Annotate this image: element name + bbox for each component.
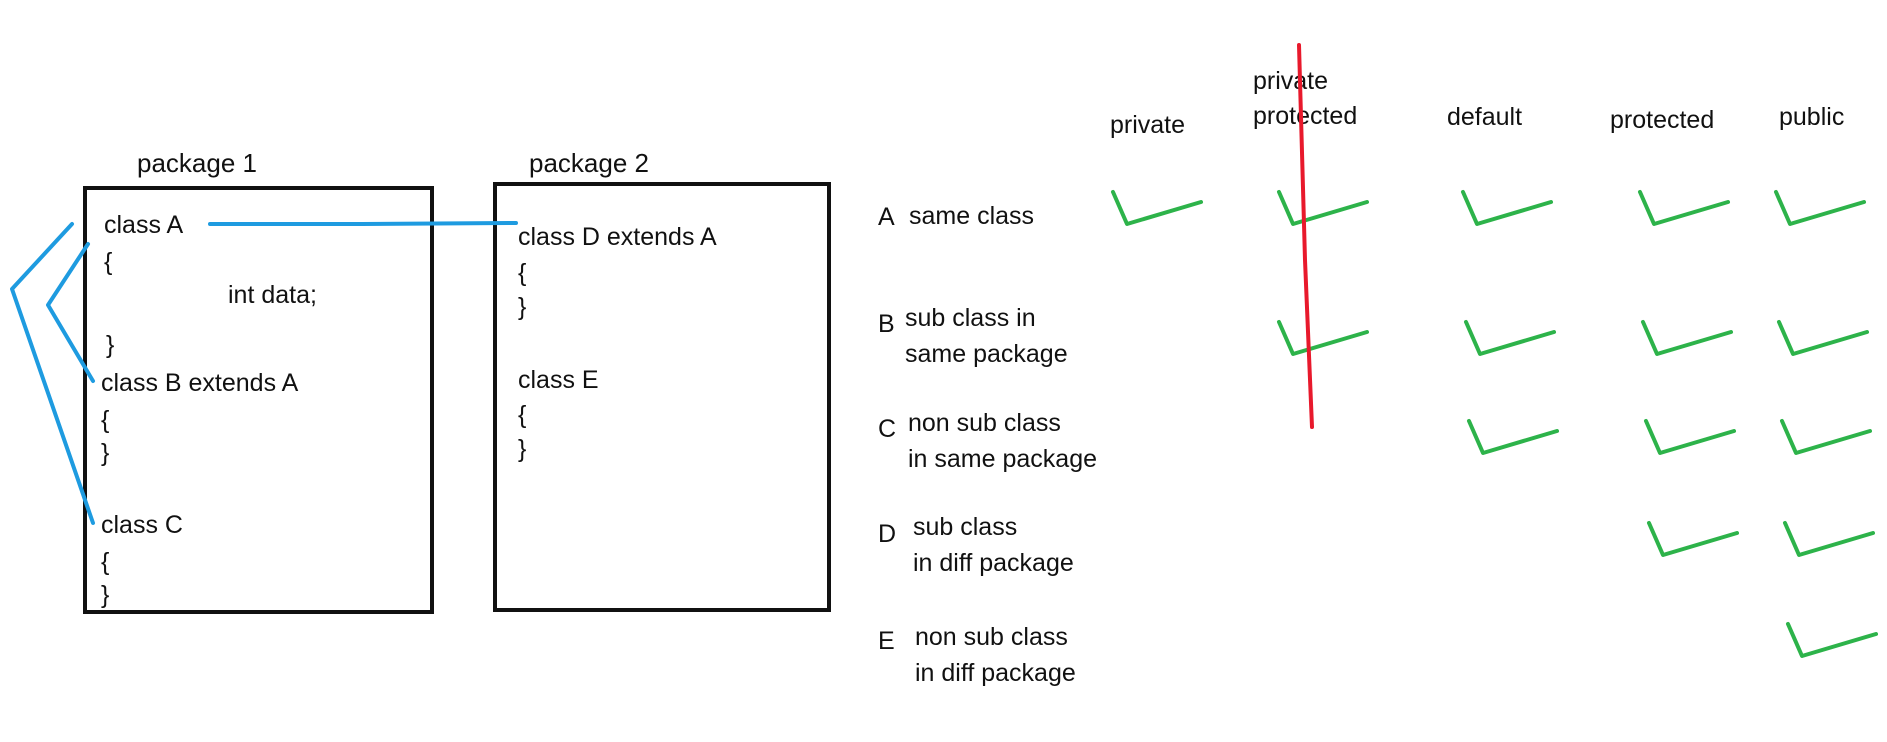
package-2: package 2 class D extends A { } class E … bbox=[493, 148, 831, 612]
check-icon-row-b-private-protected bbox=[1277, 320, 1369, 356]
class-c-label: class C bbox=[101, 511, 183, 539]
row-desc-e-line2: in diff package bbox=[915, 659, 1076, 687]
class-d-label: class D extends A bbox=[518, 223, 717, 251]
column-header-public: public bbox=[1779, 103, 1844, 131]
row-letter-d: D bbox=[878, 520, 896, 548]
class-a-close-brace: } bbox=[106, 331, 114, 359]
package-1-box bbox=[83, 186, 434, 614]
row-desc-c-line2: in same package bbox=[908, 445, 1097, 473]
row-letter-c: C bbox=[878, 415, 896, 443]
row-desc-d-line2: in diff package bbox=[913, 549, 1074, 577]
check-icon-row-a-protected bbox=[1638, 190, 1730, 226]
check-icon-row-b-protected bbox=[1641, 320, 1733, 356]
class-b-label: class B extends A bbox=[101, 369, 299, 397]
class-c-close-brace: } bbox=[101, 581, 109, 609]
package-1: package 1 class A { int data; } class B … bbox=[83, 148, 434, 614]
row-letter-e: E bbox=[878, 627, 895, 655]
class-e-open-brace: { bbox=[518, 401, 526, 429]
class-d-close-brace: } bbox=[518, 293, 526, 321]
row-desc-a-line1: same class bbox=[909, 202, 1034, 230]
class-a-label: class A bbox=[104, 211, 184, 239]
row-letter-b: B bbox=[878, 310, 895, 338]
row-desc-b-line1: sub class in bbox=[905, 304, 1036, 332]
class-a-field: int data; bbox=[228, 281, 317, 309]
connector-a-to-b bbox=[46, 242, 95, 383]
class-e-label: class E bbox=[518, 366, 599, 394]
column-header-default: default bbox=[1447, 103, 1522, 131]
check-icon-row-c-protected bbox=[1644, 419, 1736, 455]
class-a-open-brace: { bbox=[104, 248, 112, 276]
class-c-open-brace: { bbox=[101, 548, 109, 576]
check-icon-row-a-private-protected bbox=[1277, 190, 1369, 226]
row-desc-c-line1: non sub class bbox=[908, 409, 1061, 437]
check-icon-row-d-protected bbox=[1647, 521, 1739, 557]
check-icon-row-d-public bbox=[1783, 521, 1875, 557]
connector-a-bracket bbox=[10, 222, 95, 525]
class-b-open-brace: { bbox=[101, 406, 109, 434]
check-icon-row-c-default bbox=[1467, 419, 1559, 455]
check-icon-row-b-default bbox=[1464, 320, 1556, 356]
table-column-headers: private private protected default protec… bbox=[1110, 67, 1844, 139]
inheritance-connectors bbox=[10, 221, 518, 525]
check-icon-row-a-public bbox=[1774, 190, 1866, 226]
class-d-open-brace: { bbox=[518, 259, 526, 287]
class-e-close-brace: } bbox=[518, 435, 526, 463]
package-2-box bbox=[493, 182, 831, 612]
package-2-title: package 2 bbox=[529, 148, 649, 178]
class-b-close-brace: } bbox=[101, 439, 109, 467]
column-header-private-protected-line2: protected bbox=[1253, 102, 1357, 130]
package-1-title: package 1 bbox=[137, 148, 257, 178]
private-protected-strike-line bbox=[1297, 43, 1314, 429]
row-letter-a: A bbox=[878, 203, 895, 231]
column-header-private-protected-line1: private bbox=[1253, 67, 1328, 95]
check-icon-row-a-default bbox=[1461, 190, 1553, 226]
column-header-protected: protected bbox=[1610, 106, 1714, 134]
connector-a-to-d bbox=[208, 221, 518, 226]
column-header-private: private bbox=[1110, 111, 1185, 139]
table-row-labels: A same class B sub class in same package… bbox=[878, 202, 1097, 687]
check-icon-row-e-public bbox=[1786, 622, 1878, 658]
check-icon-row-c-public bbox=[1780, 419, 1872, 455]
check-icon-row-b-public bbox=[1777, 320, 1869, 356]
access-check-marks bbox=[1111, 190, 1878, 658]
row-desc-e-line1: non sub class bbox=[915, 623, 1068, 651]
row-desc-d-line1: sub class bbox=[913, 513, 1017, 541]
check-icon-row-a-private bbox=[1111, 190, 1203, 226]
row-desc-b-line2: same package bbox=[905, 340, 1068, 368]
